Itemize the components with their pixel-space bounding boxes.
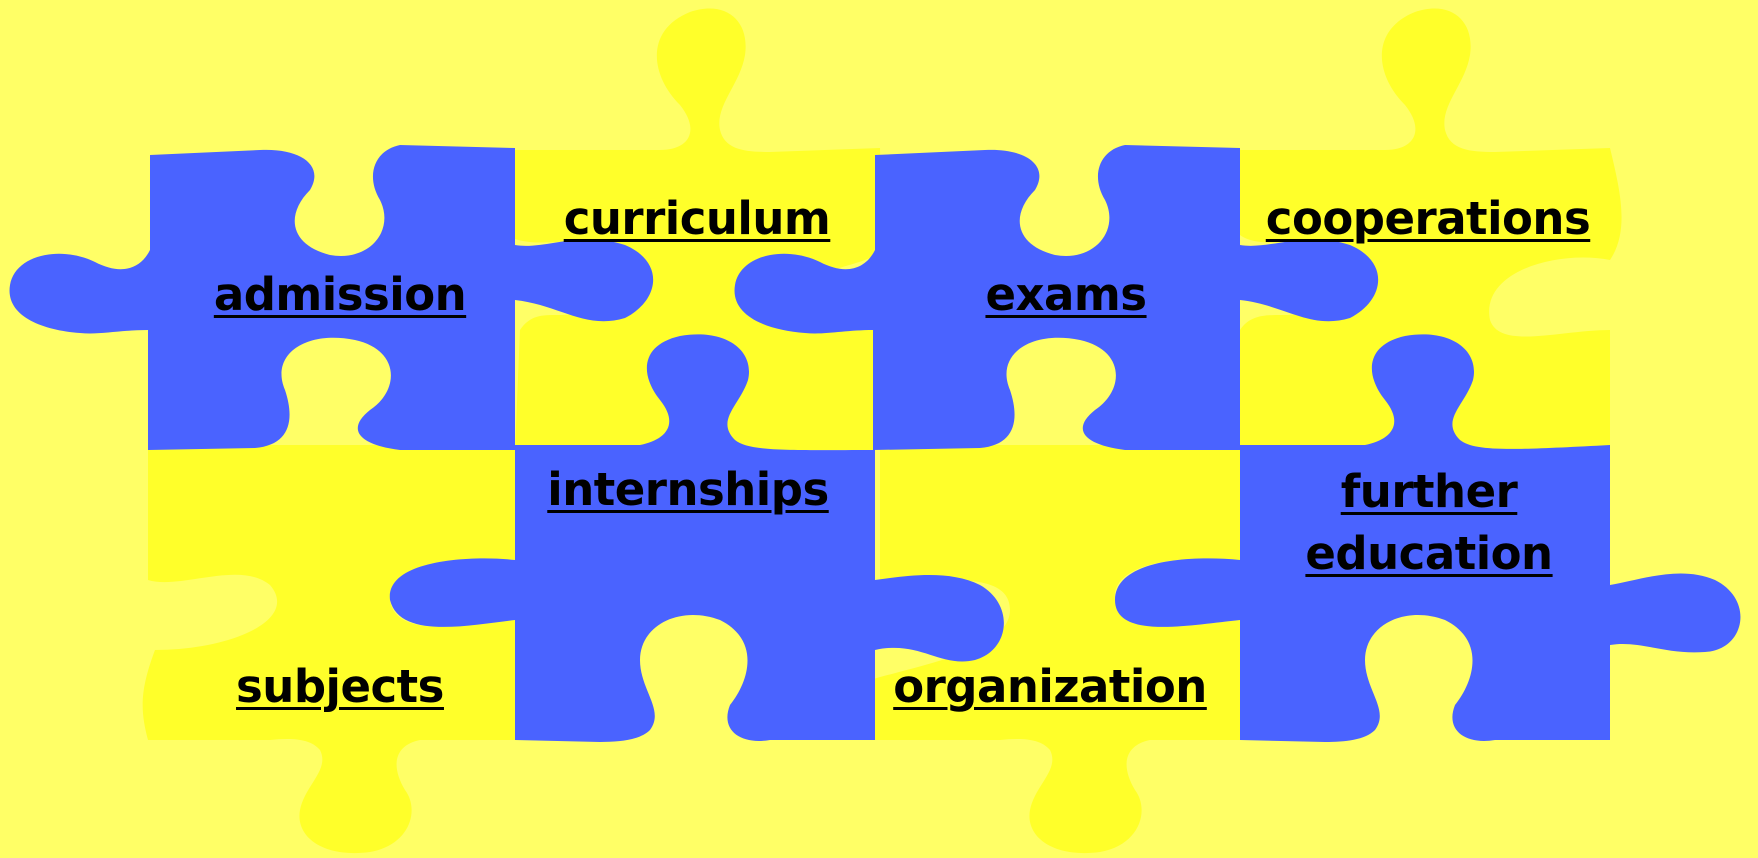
puzzle-piece-exams bbox=[734, 145, 1379, 450]
label-internships[interactable]: internships bbox=[547, 463, 829, 516]
label-further-education[interactable]: further education bbox=[1305, 465, 1553, 580]
puzzle-piece-internships bbox=[389, 334, 1004, 742]
puzzle-piece-curriculum bbox=[500, 8, 882, 450]
puzzle-piece-further-education bbox=[1115, 334, 1741, 742]
puzzle-piece-admission bbox=[9, 145, 654, 450]
label-admission[interactable]: admission bbox=[213, 268, 467, 321]
puzzle-piece-organization bbox=[870, 445, 1240, 854]
puzzle-piece-subjects bbox=[142, 445, 516, 854]
label-curriculum[interactable]: curriculum bbox=[563, 192, 831, 245]
label-subjects[interactable]: subjects bbox=[236, 660, 444, 713]
label-cooperations[interactable]: cooperations bbox=[1265, 192, 1591, 245]
label-organization[interactable]: organization bbox=[893, 660, 1207, 713]
label-exams[interactable]: exams bbox=[985, 268, 1147, 321]
puzzle-piece-cooperations bbox=[1235, 8, 1622, 450]
